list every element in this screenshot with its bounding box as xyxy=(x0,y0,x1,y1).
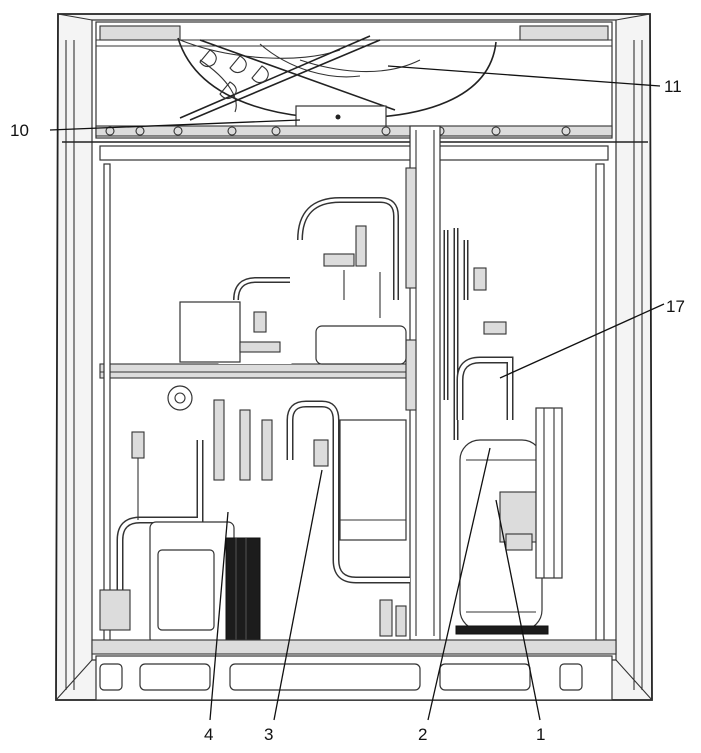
callout-10: 10 xyxy=(10,121,29,140)
base xyxy=(91,639,617,701)
leader-3 xyxy=(273,469,323,721)
callout-4: 4 xyxy=(204,725,213,744)
leader-11 xyxy=(387,65,661,87)
callout-17: 17 xyxy=(666,297,685,316)
callout-3: 3 xyxy=(264,725,273,744)
callout-11: 11 xyxy=(664,77,682,96)
valve-assembly xyxy=(99,385,273,645)
leader-4 xyxy=(209,511,229,721)
lower-pipework xyxy=(286,400,410,637)
callout-2: 2 xyxy=(418,725,427,744)
leader-17 xyxy=(499,303,665,379)
right-pipework xyxy=(443,228,514,440)
centre-post xyxy=(405,125,441,641)
upper-pipework xyxy=(179,197,407,365)
leader-1 xyxy=(495,499,541,721)
callout-labels: 11 10 17 4 3 2 1 xyxy=(10,77,685,744)
callout-1: 1 xyxy=(536,725,545,744)
compressor xyxy=(455,407,563,635)
leader-10 xyxy=(49,119,301,131)
leader-2 xyxy=(427,447,491,721)
fan-section xyxy=(95,21,613,139)
leader-lines xyxy=(49,65,665,721)
